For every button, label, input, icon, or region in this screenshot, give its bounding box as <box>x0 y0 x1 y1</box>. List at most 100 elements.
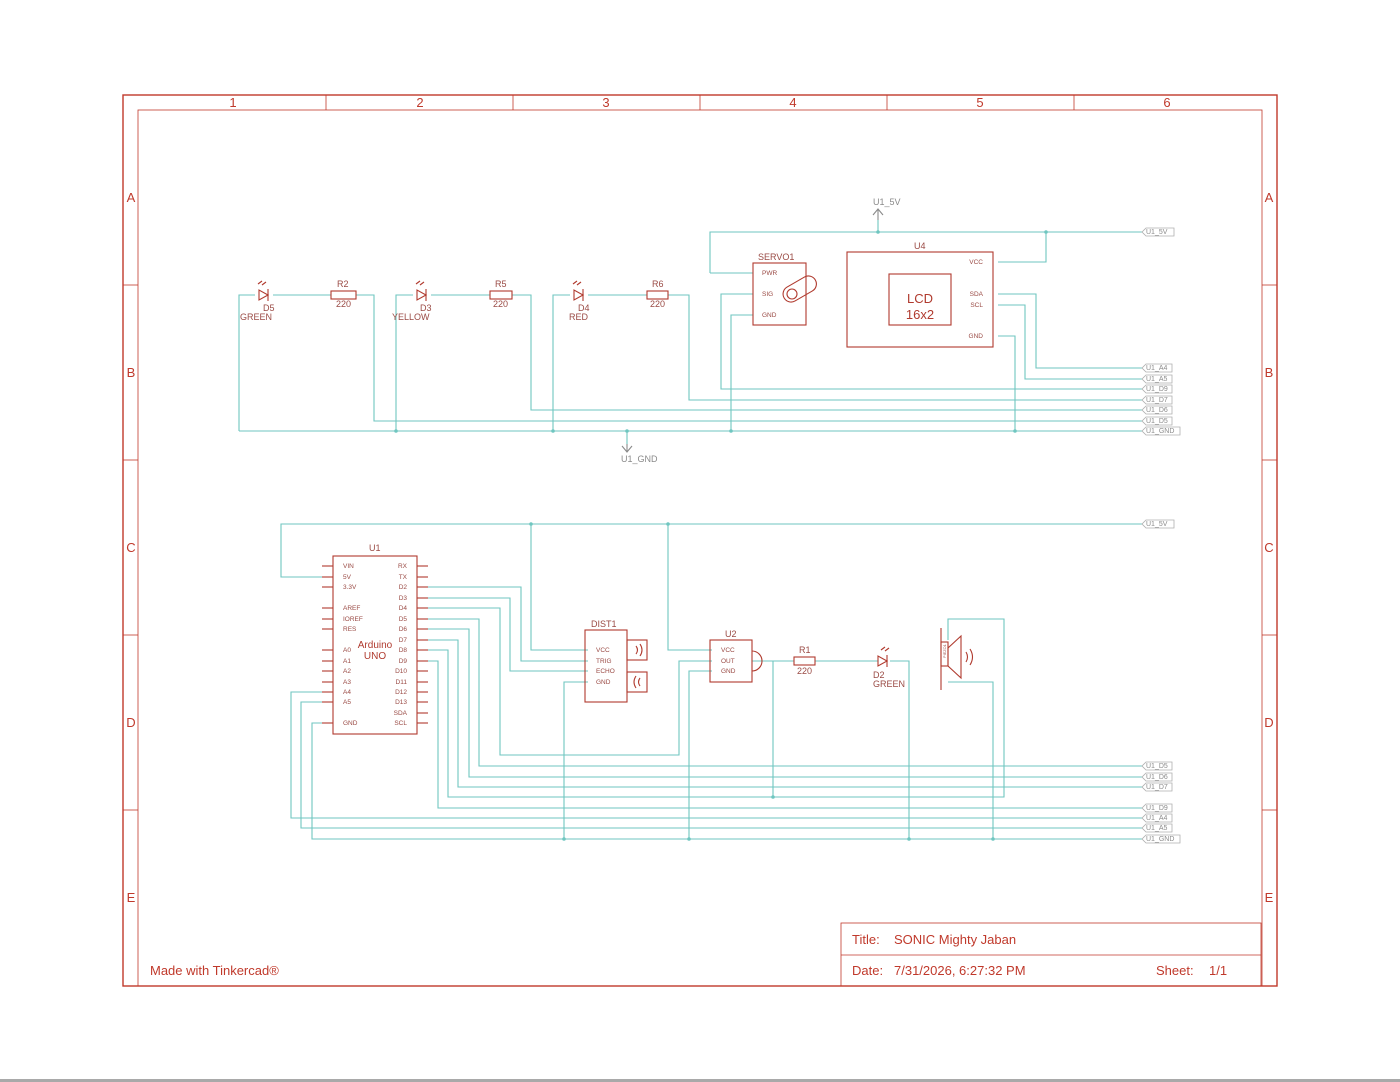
column-label: 2 <box>416 95 423 110</box>
arduino-text: Arduino <box>358 640 393 651</box>
row-label: B <box>127 365 136 380</box>
net-label: U1_5V <box>1146 521 1168 528</box>
arduino-pin: SCL <box>394 720 407 727</box>
r2-value: 220 <box>336 299 351 309</box>
pir-ref: U2 <box>725 629 737 639</box>
row-label: E <box>1265 890 1274 905</box>
r2-ref: R2 <box>337 279 349 289</box>
arduino-pin: A1 <box>343 658 351 665</box>
title-text: SONIC Mighty Jaban <box>894 932 1016 947</box>
resistor-r2 <box>330 290 357 300</box>
r5-value: 220 <box>493 299 508 309</box>
bottom-wires <box>280 523 1142 840</box>
arduino-ref: U1 <box>369 543 381 553</box>
piezo-label: PIEZO1 <box>942 644 947 658</box>
arduino-uno <box>322 555 428 735</box>
d4-color: RED <box>569 312 589 322</box>
net-label: U1_GND <box>1146 428 1174 435</box>
column-label: 3 <box>602 95 609 110</box>
lcd-pin: VCC <box>969 259 983 266</box>
net-label: U1_D9 <box>1146 386 1168 393</box>
led-d2 <box>877 646 890 667</box>
arduino-pin: A2 <box>343 668 351 675</box>
arduino-pin: A5 <box>343 699 351 706</box>
arduino-pin: D8 <box>399 647 408 654</box>
arduino-pin: D9 <box>399 658 408 665</box>
arduino-pin: AREF <box>343 605 360 612</box>
ground-symbol <box>621 444 633 453</box>
arduino-pin: RX <box>398 563 408 570</box>
servo-symbol <box>752 262 817 326</box>
d3-ref: D3 <box>420 303 432 313</box>
net-label: U1_D5 <box>1146 763 1168 770</box>
row-label: E <box>127 890 136 905</box>
dist-pin: ECHO <box>596 668 615 675</box>
arduino-pin: D12 <box>395 689 407 696</box>
net-label: U1_GND <box>1146 836 1174 843</box>
arduino-pin: D2 <box>399 584 408 591</box>
arduino-pin: A3 <box>343 679 351 686</box>
window-bottom-edge <box>0 1079 1400 1082</box>
servo-pin: GND <box>762 312 777 319</box>
piezo-buzzer <box>940 628 974 690</box>
lcd-pin: SDA <box>970 291 984 298</box>
arduino-pin: D10 <box>395 668 407 675</box>
ground-net-label: U1_GND <box>621 454 658 464</box>
arduino-pin: D3 <box>399 595 408 602</box>
arduino-pin: TX <box>399 574 408 581</box>
d5-color: GREEN <box>240 312 272 322</box>
top-junctions <box>394 230 1048 433</box>
top-net-flags <box>1141 227 1181 436</box>
column-label: 1 <box>229 95 236 110</box>
bottom-junctions <box>529 522 995 841</box>
arduino-pin: SDA <box>394 710 408 717</box>
row-label: B <box>1265 365 1274 380</box>
sheet-frame <box>122 94 1278 987</box>
date-text: 7/31/2026, 6:27:32 PM <box>894 963 1026 978</box>
resistor-r1 <box>793 656 816 666</box>
arduino-pin: IOREF <box>343 616 363 623</box>
net-label: U1_D7 <box>1146 784 1168 791</box>
arduino-pin: D4 <box>399 605 408 612</box>
title-label: Title: <box>852 932 880 947</box>
arduino-pin: D6 <box>399 626 408 633</box>
d3-color: YELLOW <box>392 312 430 322</box>
arduino-pin: D13 <box>395 699 407 706</box>
lcd-pin: GND <box>969 333 984 340</box>
net-label: U1_D9 <box>1146 805 1168 812</box>
credit-text: Made with Tinkercad® <box>150 963 279 978</box>
row-label: C <box>1264 540 1273 555</box>
led-d5 <box>257 280 270 301</box>
dist-pin: VCC <box>596 647 610 654</box>
net-label: U1_D6 <box>1146 407 1168 414</box>
r6-value: 220 <box>650 299 665 309</box>
bottom-net-flags <box>1141 519 1181 844</box>
row-label: D <box>1264 715 1273 730</box>
resistor-r5 <box>489 290 513 300</box>
servo-pin: SIG <box>762 291 773 298</box>
pir-pin: GND <box>721 668 736 675</box>
column-label: 6 <box>1163 95 1170 110</box>
row-label: D <box>126 715 135 730</box>
power-symbol <box>872 208 884 220</box>
arduino-pin: VIN <box>343 563 354 570</box>
date-label: Date: <box>852 963 883 978</box>
row-label: A <box>127 190 136 205</box>
net-label: U1_A4 <box>1146 365 1168 372</box>
title-block: Title: SONIC Mighty Jaban Date: 7/31/202… <box>840 922 1262 987</box>
net-label: U1_D5 <box>1146 418 1168 425</box>
net-label: U1_A5 <box>1146 825 1168 832</box>
arduino-pin: RES <box>343 626 357 633</box>
servo-ref: SERVO1 <box>758 252 794 262</box>
top-wires <box>238 220 1142 444</box>
arduino-pin: GND <box>343 720 358 727</box>
lcd-module <box>846 251 994 348</box>
arduino-pin: A4 <box>343 689 351 696</box>
led-d4 <box>572 280 585 301</box>
net-label: U1_5V <box>1146 229 1168 236</box>
sheet-number: 1/1 <box>1209 963 1227 978</box>
lcd-text: 16x2 <box>906 307 934 322</box>
net-label: U1_D6 <box>1146 774 1168 781</box>
d2-ref: D2 <box>873 670 885 680</box>
